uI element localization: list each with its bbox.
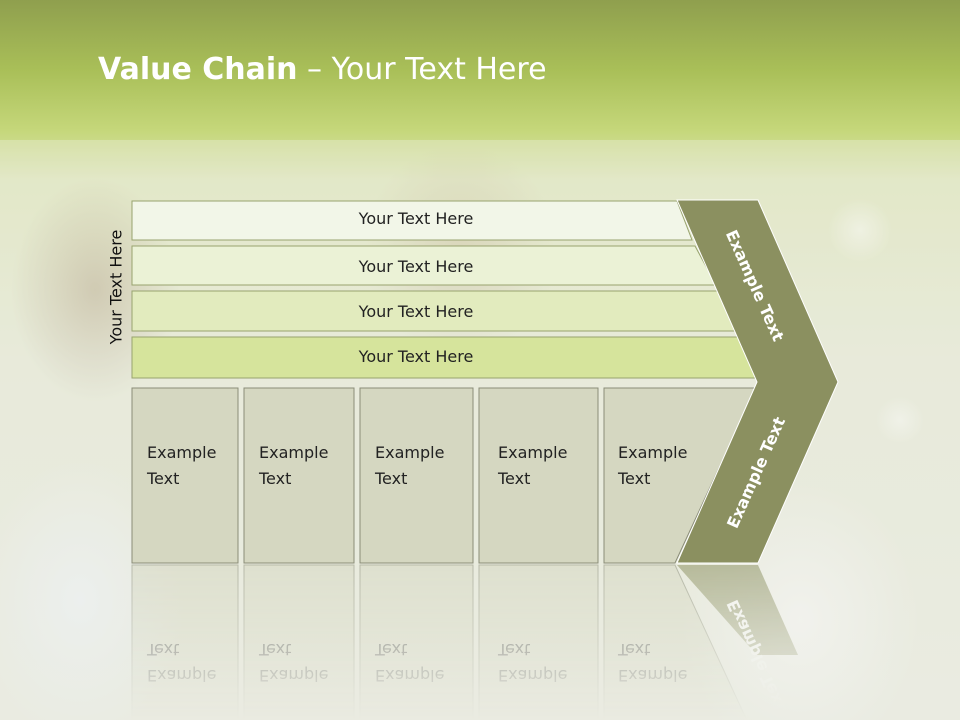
box-1-reflection-text: ExampleText bbox=[146, 640, 216, 685]
box-5-reflection bbox=[603, 564, 748, 720]
slide-title: Value Chain – Your Text Here bbox=[98, 52, 547, 87]
row-3: Your Text Here bbox=[131, 290, 741, 332]
box-4-reflection bbox=[478, 564, 599, 720]
box-5-shape bbox=[603, 387, 757, 564]
row-2-label: Your Text Here bbox=[358, 257, 474, 276]
box-2-line1: Example bbox=[259, 443, 328, 462]
box-1: Example Text bbox=[131, 387, 239, 564]
box-1-line2: Text bbox=[146, 469, 179, 488]
box-5: Example Text bbox=[603, 387, 757, 564]
box-1-reflection bbox=[131, 564, 239, 720]
box-2: Example Text bbox=[243, 387, 355, 564]
activity-boxes: Example Text Example Text Example Text bbox=[131, 387, 757, 564]
row-4-label: Your Text Here bbox=[358, 347, 474, 366]
box-4: Example Text bbox=[478, 387, 599, 564]
box-5-reflection-text: ExampleText bbox=[617, 640, 687, 685]
box-5-text: Example Text bbox=[617, 443, 693, 488]
text-rows: Your Text Here Your Text Here Your Text … bbox=[131, 200, 764, 379]
row-1: Your Text Here bbox=[131, 200, 693, 241]
reflection: ExampleText ExampleText ExampleText Exam… bbox=[131, 564, 798, 720]
chevron-reflection bbox=[677, 565, 798, 655]
chevron: Example Text Example Text bbox=[676, 199, 839, 564]
row-3-label: Your Text Here bbox=[358, 302, 474, 321]
box-2-shape bbox=[243, 387, 355, 564]
main-group: Your Text Here Your Text Here Your Text … bbox=[131, 199, 839, 564]
box-2-text: Example Text bbox=[258, 443, 334, 488]
box-2-reflection bbox=[243, 564, 355, 720]
box-5-line1: Example bbox=[618, 443, 687, 462]
row-4: Your Text Here bbox=[131, 336, 764, 379]
box-1-line1: Example bbox=[147, 443, 216, 462]
box-2-line2: Text bbox=[258, 469, 291, 488]
box-3-shape bbox=[359, 387, 474, 564]
box-3-text: Example Text bbox=[374, 443, 450, 488]
box-4-reflection-text: ExampleText bbox=[497, 640, 567, 685]
box-3: Example Text bbox=[359, 387, 474, 564]
box-3-line2: Text bbox=[374, 469, 407, 488]
chevron-shape bbox=[676, 199, 839, 564]
box-4-line1: Example bbox=[498, 443, 567, 462]
box-4-text: Example Text bbox=[497, 443, 573, 488]
box-3-reflection-text: ExampleText bbox=[374, 640, 444, 685]
box-4-line2: Text bbox=[497, 469, 530, 488]
box-1-shape bbox=[131, 387, 239, 564]
title-bold: Value Chain bbox=[98, 52, 298, 87]
box-1-text: Example Text bbox=[146, 443, 222, 488]
row-1-shape bbox=[131, 200, 693, 241]
box-3-reflection bbox=[359, 564, 474, 720]
row-1-label: Your Text Here bbox=[358, 209, 474, 228]
title-rest: – Your Text Here bbox=[297, 52, 547, 87]
box-3-line1: Example bbox=[375, 443, 444, 462]
box-4-shape bbox=[478, 387, 599, 564]
row-2: Your Text Here bbox=[131, 245, 717, 286]
box-2-reflection-text: ExampleText bbox=[258, 640, 328, 685]
box-5-line2: Text bbox=[617, 469, 650, 488]
